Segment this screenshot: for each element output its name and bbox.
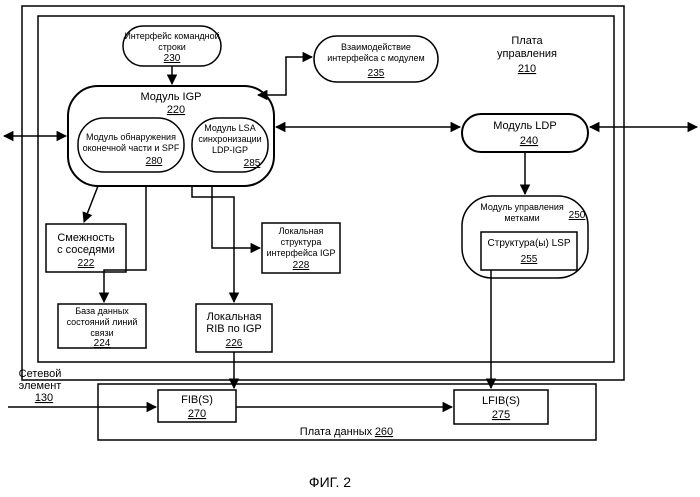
lfib-title: LFIB(S) (482, 395, 520, 407)
link-state-db-label-3: связи (90, 328, 113, 338)
link-state-db-label-1: База данных (75, 306, 129, 316)
igp-iface-label-1: Локальная (279, 226, 324, 236)
adjacency-label-2: с соседями (57, 244, 115, 256)
control-plane-title-2: управления (497, 48, 557, 60)
interaction-label-2: интерфейса с модулем (327, 53, 424, 63)
lfib-ref: 275 (492, 409, 510, 421)
link-state-db-ref: 224 (94, 338, 111, 349)
cli-ref: 230 (164, 53, 181, 64)
control-plane-title-1: Плата (511, 35, 543, 47)
lsa-sync-label-1: Модуль LSA (204, 123, 255, 133)
lsa-sync-label-2: синхронизации (198, 134, 261, 144)
local-rib-ref: 226 (226, 338, 243, 349)
local-rib-label-1: Локальная (207, 311, 262, 323)
data-plane-ref: 260 (375, 426, 393, 438)
adjacency-ref: 222 (78, 258, 95, 269)
igp-module-title: Модуль IGP (141, 91, 202, 103)
spf-ref: 280 (146, 156, 163, 167)
spf-label-2: оконечной части и SPF (83, 143, 180, 153)
label-mgmt-ref: 250 (569, 210, 586, 221)
lsp-ref: 255 (521, 254, 538, 265)
network-element-label-2: элемент (19, 380, 62, 392)
igp-iface-label-3: интерфейса IGP (267, 248, 336, 258)
ldp-module-ref: 240 (520, 135, 538, 147)
interaction-label-1: Взаимодействие (341, 42, 411, 52)
data-plane-title: Плата данных (300, 426, 373, 438)
label-mgmt-label-1: Модуль управления (480, 202, 564, 212)
lsp-title: Структура(ы) LSP (488, 238, 571, 249)
network-element-ref: 130 (35, 392, 53, 404)
fib-title: FIB(S) (181, 394, 213, 406)
label-mgmt-label-2: метками (504, 213, 539, 223)
fib-ref: 270 (188, 408, 206, 420)
local-rib-label-2: RIB по IGP (206, 323, 261, 335)
interaction-ref: 235 (368, 68, 385, 79)
igp-iface-label-2: структура (281, 237, 322, 247)
igp-module-ref: 220 (167, 104, 185, 116)
cli-label-1: Интерфейс командной (124, 31, 219, 41)
igp-iface-ref: 228 (293, 260, 310, 271)
control-plane-ref: 210 (518, 63, 536, 75)
lsa-sync-label-3: LDP-IGP (212, 145, 248, 155)
network-element-label-1: Сетевой (19, 368, 62, 380)
ldp-module-title: Модуль LDP (493, 120, 556, 132)
cli-label-2: строки (158, 42, 186, 52)
adjacency-label-1: Смежность (57, 232, 115, 244)
lsa-sync-ref: 285 (244, 158, 261, 169)
spf-label-1: Модуль обнаружения (86, 132, 176, 142)
figure-caption: ФИГ. 2 (309, 474, 351, 490)
link-state-db-label-2: состояний линий (67, 317, 138, 327)
